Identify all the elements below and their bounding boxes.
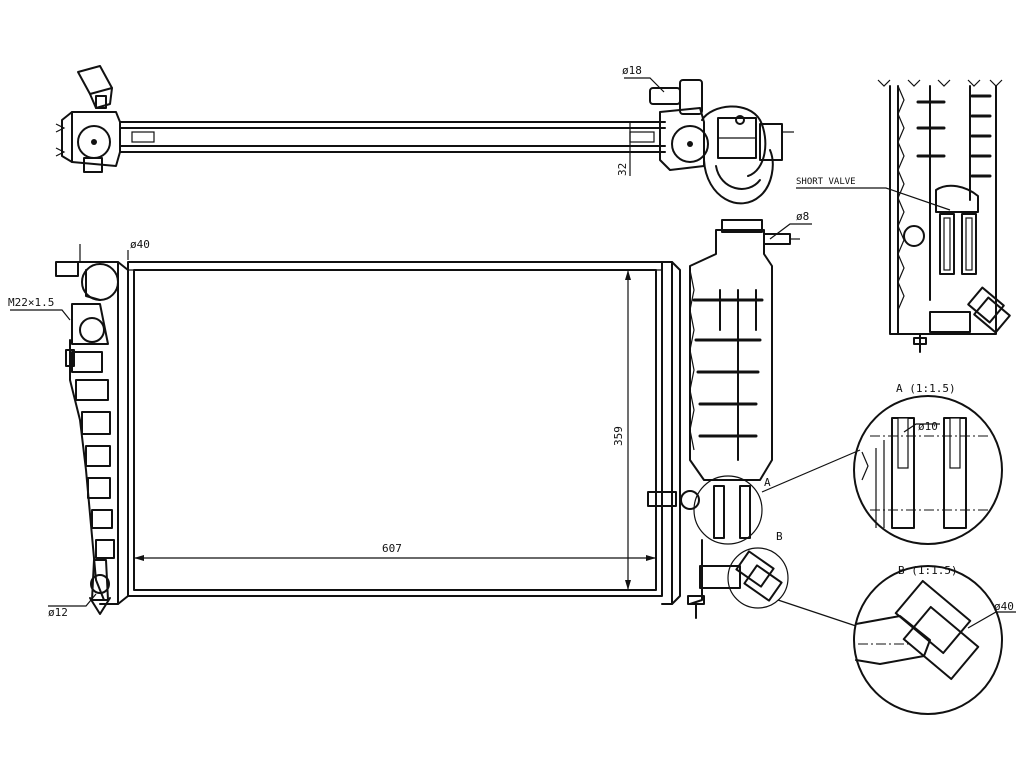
detail-a: A (1:1.5) ø10 (761, 382, 1003, 545)
dim-m22: M22×1.5 (8, 296, 54, 309)
dim-607: 607 (382, 542, 402, 555)
dim-32: 32 (616, 163, 629, 176)
detail-b-title: B (1:1.5) (898, 564, 958, 577)
dim-d10: ø10 (918, 420, 938, 433)
dim-d40-top: ø40 (130, 238, 150, 251)
detail-b: B (1:1.5) ø40 (777, 564, 1016, 715)
callout-b: B (776, 530, 783, 543)
dim-d40-detail: ø40 (994, 600, 1014, 613)
detail-a-title: A (1:1.5) (896, 382, 956, 395)
dim-359: 359 (612, 426, 625, 446)
label-short-valve: SHORT VALVE (796, 177, 856, 187)
dim-d12: ø12 (48, 606, 68, 619)
top-view: ø18 32 (55, 64, 794, 205)
front-view: ø40 M22×1.5 ø12 ø8 (8, 210, 812, 619)
left-tank-fins (65, 339, 115, 601)
side-section-view: SHORT VALVE (796, 79, 1011, 353)
dim-d18: ø18 (622, 64, 642, 77)
callout-a: A (764, 476, 771, 489)
tank-ribs (689, 269, 764, 461)
dim-d8: ø8 (796, 210, 809, 223)
